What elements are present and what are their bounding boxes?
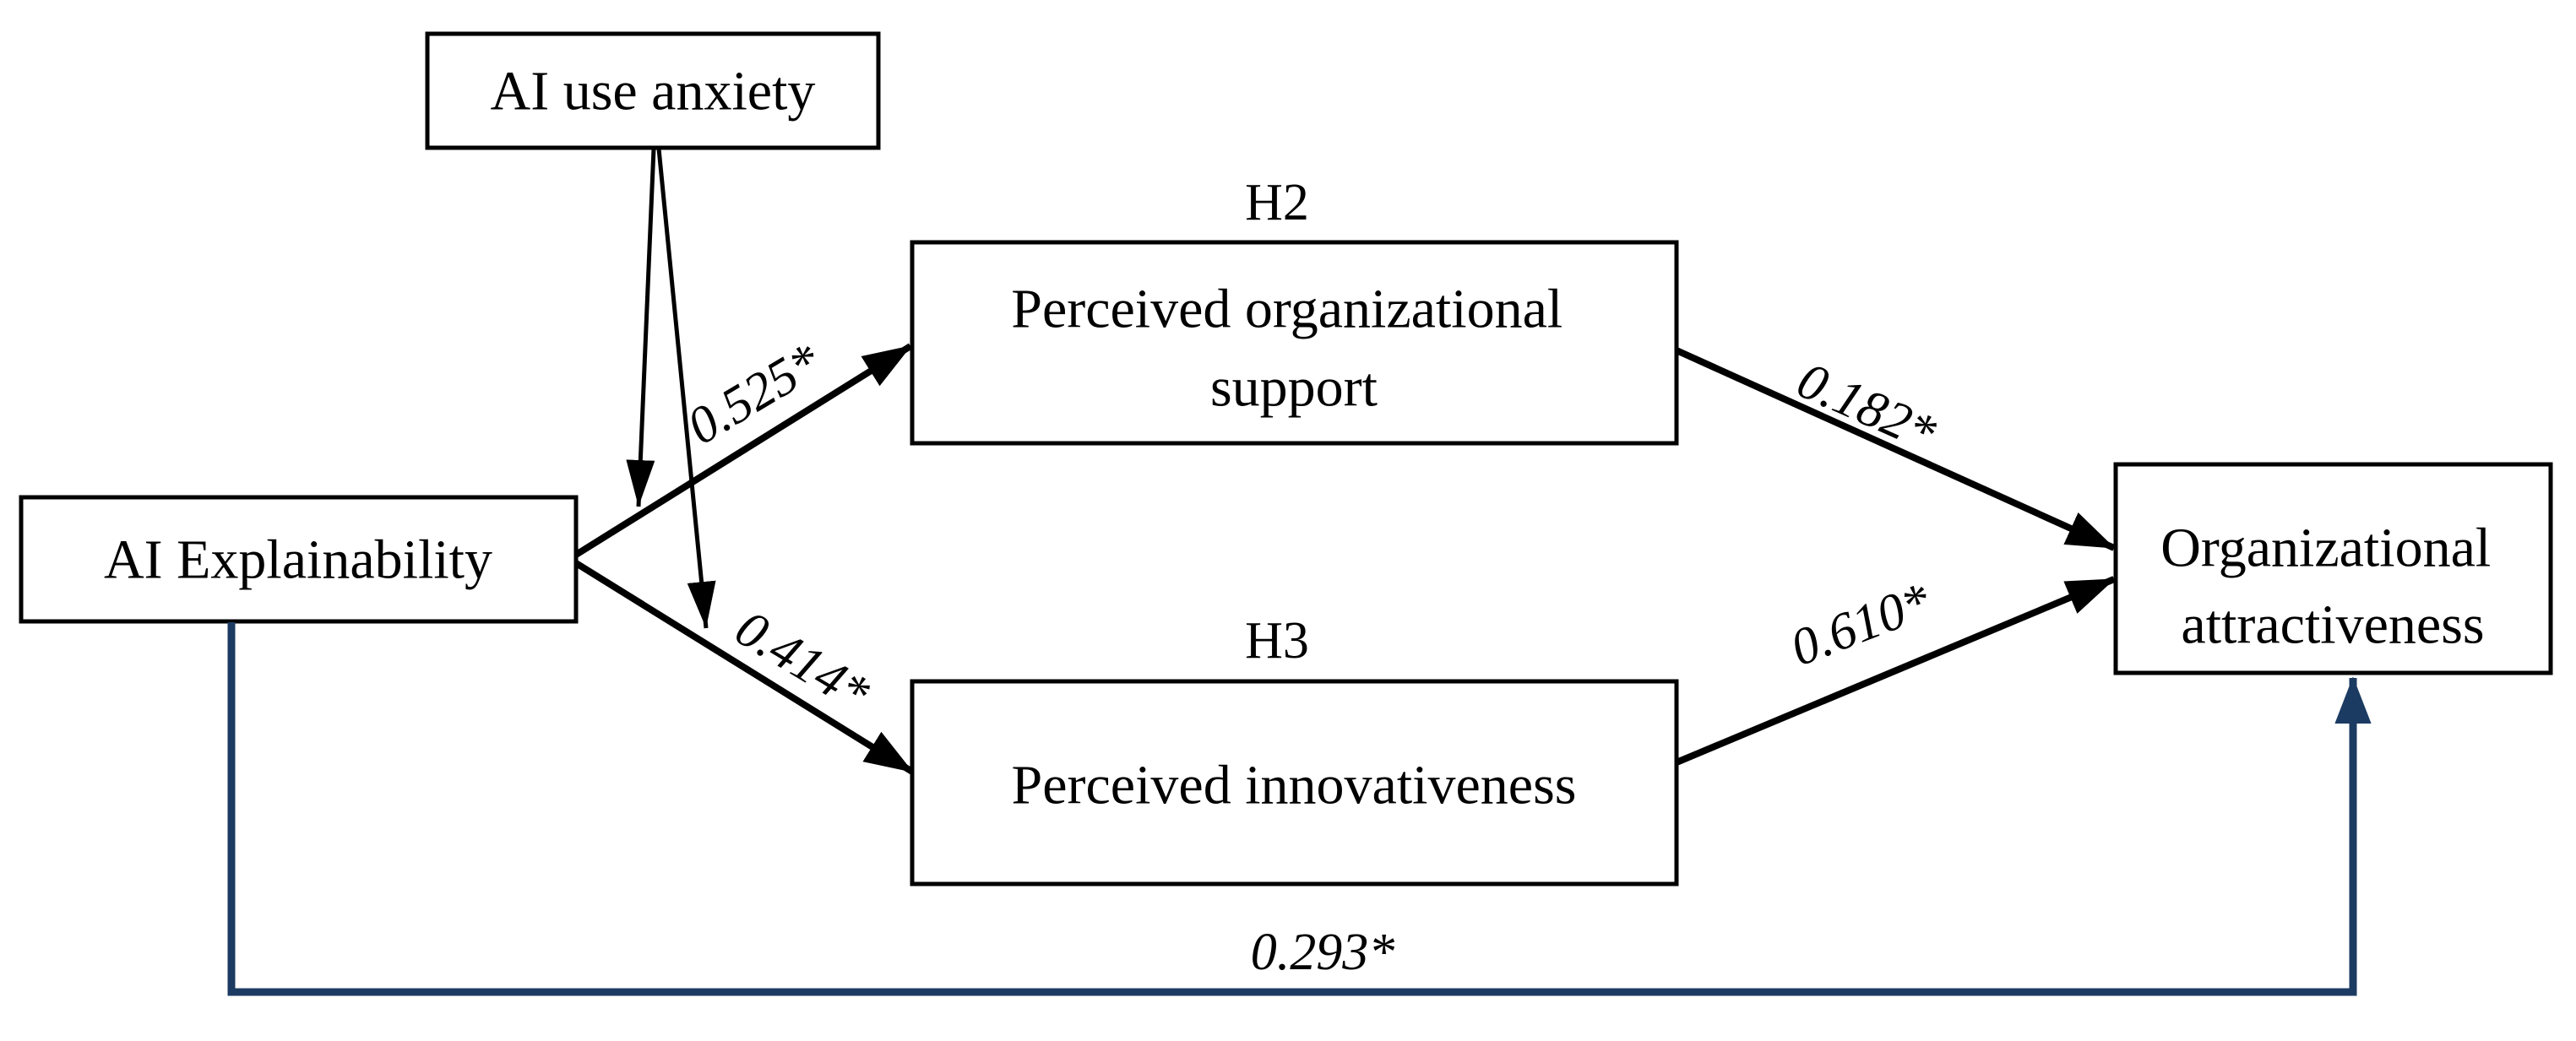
perceived-innovativeness-label: Perceived innovativeness xyxy=(1012,755,1577,816)
arrow-innovativeness-to-attractiveness xyxy=(1675,576,2116,766)
hypothesis-h2-label: H2 xyxy=(1245,174,1309,231)
arrow-explainability-to-innovativeness xyxy=(573,560,915,775)
hypothesis-h3-label: H3 xyxy=(1245,612,1309,670)
coef-direct-effect: 0.293* xyxy=(1251,924,1395,981)
node-boxes xyxy=(19,31,2553,886)
organizational-attractiveness-box xyxy=(2113,462,2553,675)
path-arrows xyxy=(573,343,2116,775)
ai-use-anxiety-label: AI use anxiety xyxy=(491,61,816,122)
perceived-organizational-support-label: Perceived organizational support xyxy=(1011,260,1577,419)
coef-support-to-attractiveness: 0.182* xyxy=(1789,351,1943,462)
ai-explainability-box xyxy=(19,495,579,624)
moderation-arrows xyxy=(626,148,716,629)
moderation-arrow-onto-innovativeness-path xyxy=(656,148,716,629)
perceived-innovativeness-box xyxy=(910,679,1679,886)
node-labels: AI use anxiety AI Explainability Perceiv… xyxy=(104,61,2504,816)
arrow-explainability-to-support xyxy=(573,343,913,558)
hypothesis-tags: H2 H3 xyxy=(1245,174,1309,670)
direct-effect-arrow-explainability-to-attractiveness xyxy=(227,622,2372,996)
coef-explainability-to-support: 0.525* xyxy=(677,333,830,456)
moderation-arrow-onto-support-path xyxy=(626,148,656,507)
ai-explainability-label: AI Explainability xyxy=(104,529,492,591)
perceived-organizational-support-box xyxy=(910,240,1679,446)
arrow-support-to-attractiveness xyxy=(1675,347,2116,551)
organizational-attractiveness-label: Organizational attractiveness xyxy=(2160,499,2504,656)
ai-use-anxiety-box xyxy=(425,31,881,150)
